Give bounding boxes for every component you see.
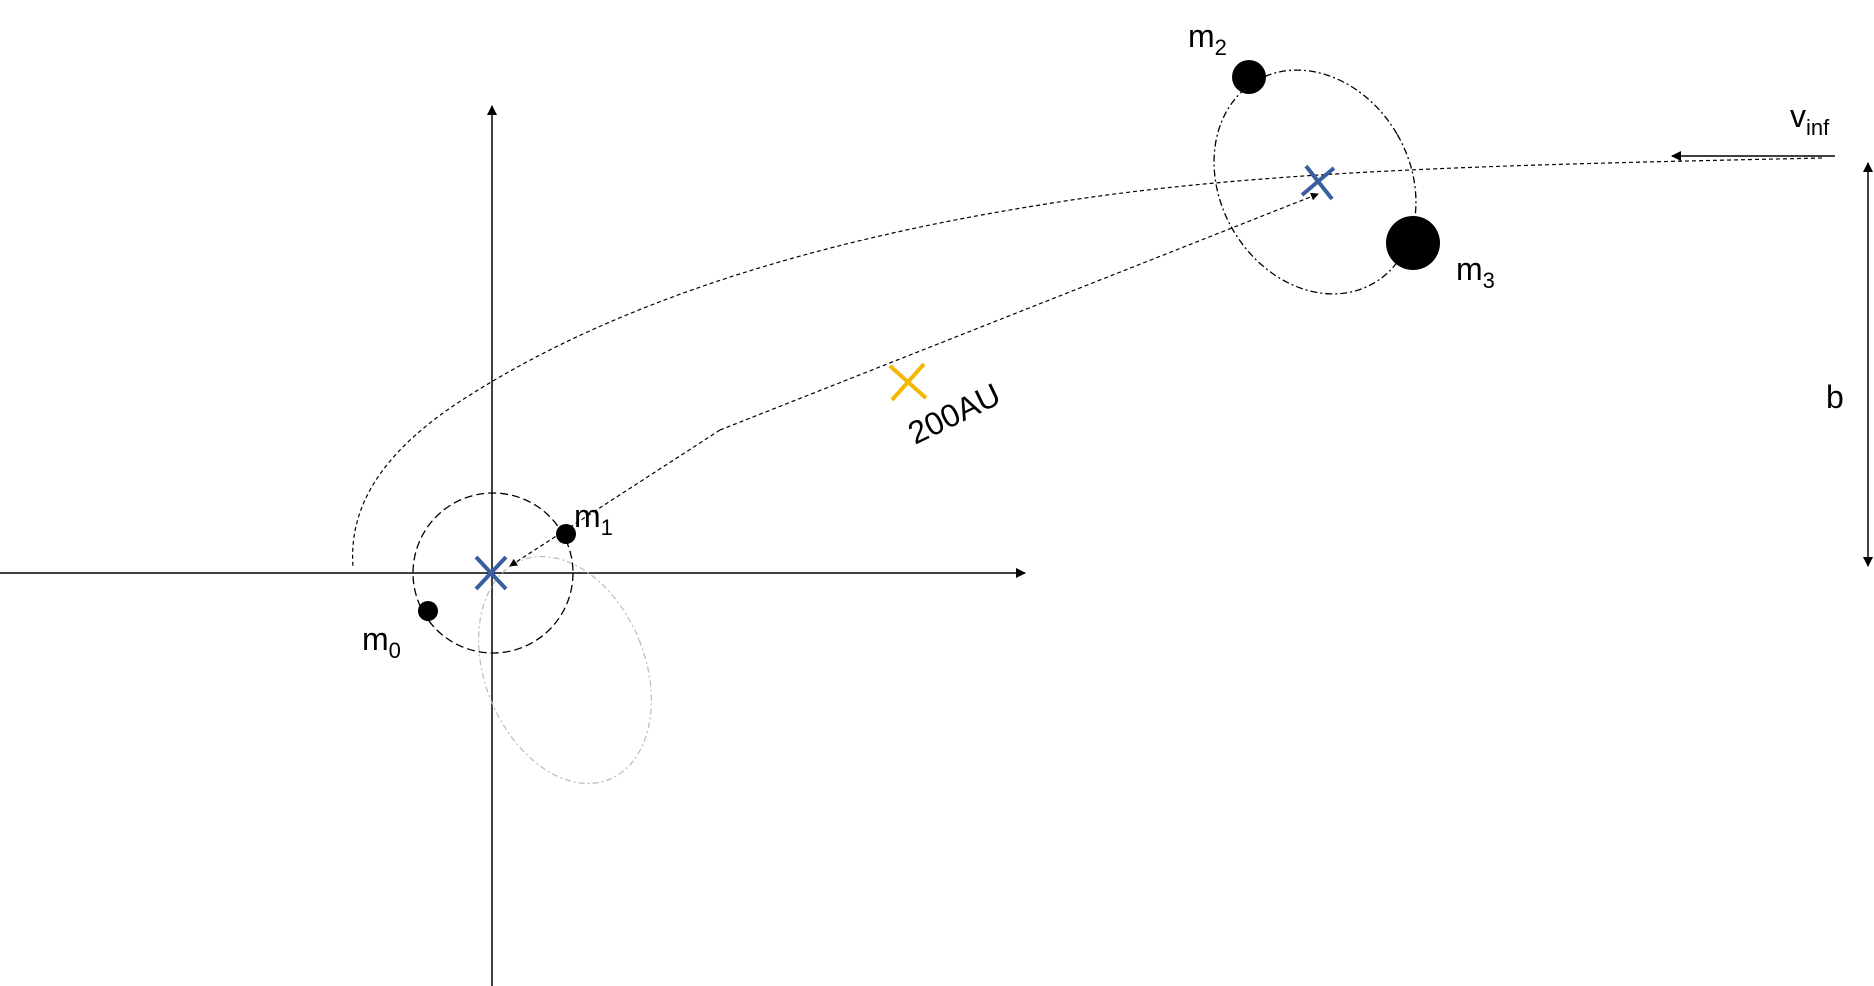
- body-m0: [418, 601, 438, 621]
- inner-binary-orbit: [412, 492, 574, 654]
- midpoint-marker: [888, 362, 928, 402]
- incoming-trajectory: [352, 157, 1823, 568]
- separation-line-back: [509, 429, 721, 567]
- label-m3: m3: [1456, 251, 1495, 293]
- label-m1: m1: [574, 498, 613, 540]
- body-m2: [1232, 60, 1266, 94]
- label-vinf: vinf: [1790, 98, 1830, 140]
- label-m2: m2: [1188, 18, 1227, 60]
- outer-barycenter-marker: [1300, 164, 1336, 201]
- inner-barycenter-marker: [474, 555, 508, 591]
- body-m3: [1386, 216, 1440, 270]
- label-m0: m0: [362, 621, 401, 663]
- label-distance: 200AU: [902, 376, 1006, 451]
- faint-inner-orbit: [478, 555, 652, 785]
- separation-line: [719, 192, 1319, 431]
- body-m1: [556, 524, 576, 544]
- label-impact-parameter: b: [1826, 379, 1844, 415]
